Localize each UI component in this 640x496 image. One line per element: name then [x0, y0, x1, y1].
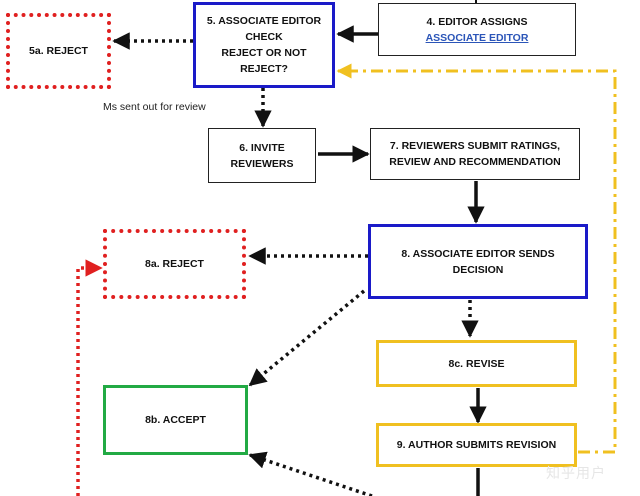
box-8b-accept: 8b. ACCEPT: [103, 385, 248, 455]
box-9-label: 9. AUTHOR SUBMITS REVISION: [396, 439, 557, 451]
box-9-author-submits: 9. AUTHOR SUBMITS REVISION: [376, 423, 577, 467]
arrow-red-loop: [76, 259, 103, 496]
note-ms-sent-out: Ms sent out for review: [103, 101, 206, 113]
box-5a-reject: 5a. REJECT: [6, 13, 111, 89]
box-5-line-2: CHECK: [245, 31, 283, 43]
arrow-to-8b-bottom: [248, 451, 373, 496]
box-5-associate-editor-check: 5. ASSOCIATE EDITOR CHECK REJECT OR NOT …: [193, 2, 335, 88]
box-8c-revise: 8c. REVISE: [376, 340, 577, 387]
box-8-associate-editor-sends: 8. ASSOCIATE EDITOR SENDS DECISION: [368, 224, 588, 299]
box-4-editor-assigns: 4. EDITOR ASSIGNS ASSOCIATE EDITOR: [378, 3, 576, 56]
box-7-line-2: REVIEW AND RECOMMENDATION: [389, 156, 561, 168]
box-8c-label: 8c. REVISE: [448, 357, 505, 370]
arrow-revision-loop: [336, 63, 617, 454]
box-7-line-1: 7. REVIEWERS SUBMIT RATINGS,: [389, 140, 561, 152]
box-8b-label: 8b. ACCEPT: [145, 414, 206, 426]
box-8a-reject: 8a. REJECT: [103, 229, 246, 299]
box-5-line-1: 5. ASSOCIATE EDITOR: [206, 15, 322, 27]
watermark-text: 知乎用户: [546, 466, 606, 482]
box-4-line-1: 4. EDITOR ASSIGNS: [426, 15, 528, 28]
box-5-line-4: REJECT?: [240, 63, 288, 75]
box-6-line-1: 6. INVITE: [239, 141, 285, 154]
box-8-line-1: 8. ASSOCIATE EDITOR SENDS: [401, 247, 555, 260]
box-5-line-3: REJECT OR NOT: [221, 47, 307, 59]
box-4-line-2: ASSOCIATE EDITOR: [425, 31, 529, 44]
box-6-line-2: REVIEWERS: [230, 157, 294, 170]
box-5a-label: 5a. REJECT: [29, 45, 88, 57]
box-6-invite-reviewers: 6. INVITE REVIEWERS: [208, 128, 316, 183]
arrow-8-to-8b: [248, 289, 366, 387]
box-8a-label: 8a. REJECT: [145, 258, 204, 270]
box-8-line-2: DECISION: [452, 263, 504, 276]
box-7-reviewers-submit: 7. REVIEWERS SUBMIT RATINGS, REVIEW AND …: [370, 128, 580, 180]
